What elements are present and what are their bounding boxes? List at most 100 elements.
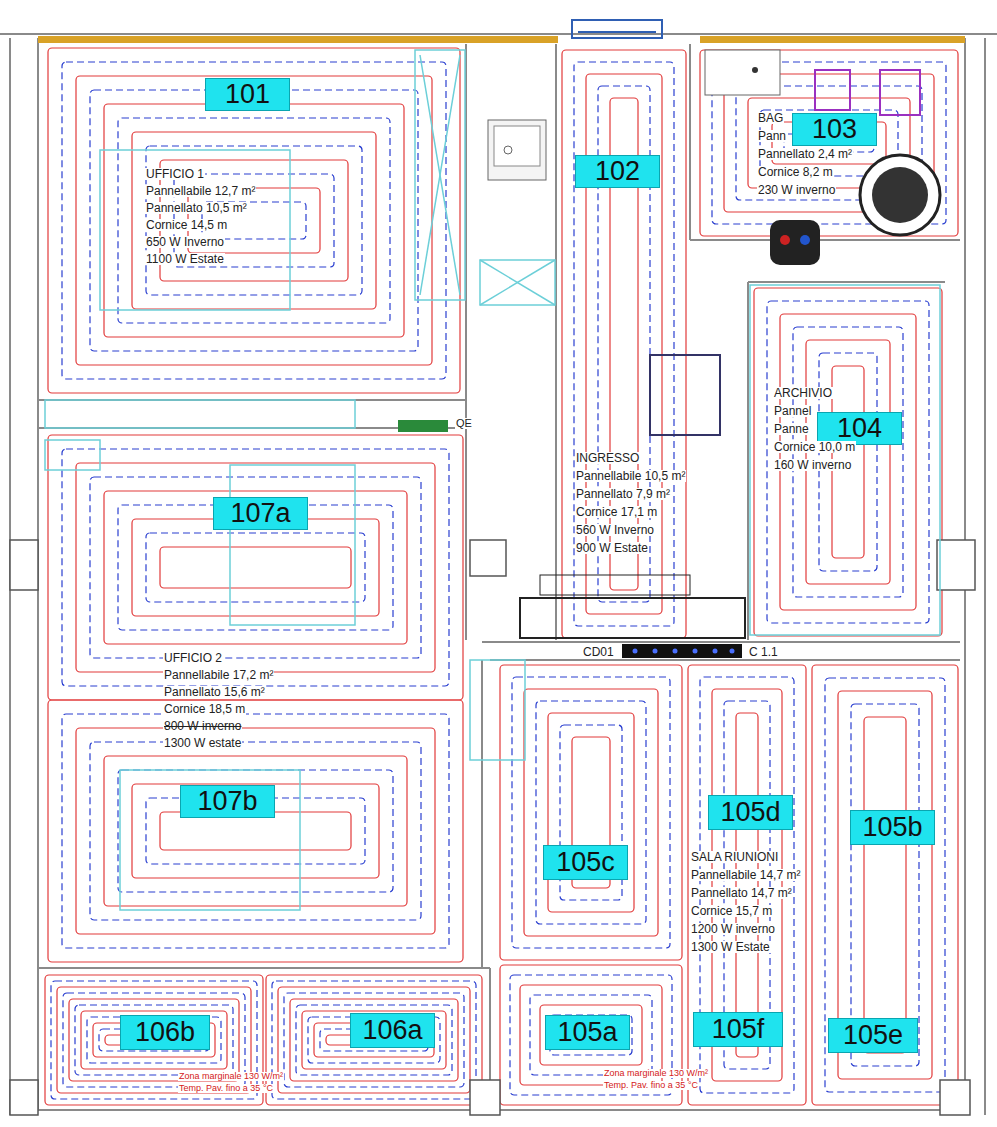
supply-pipe [864, 717, 906, 1053]
room-data-text: Pannellabile 14,7 m² [690, 869, 801, 881]
circuit-number: 105f [712, 1016, 765, 1043]
return-pipe [308, 1017, 440, 1063]
room-data-text: Cornice 15,7 m [690, 905, 773, 917]
circuit-tag: 103 [792, 113, 877, 146]
supply-pipe [290, 999, 458, 1081]
room-data-text: QE [455, 418, 473, 429]
supply-pipe [48, 435, 463, 700]
room-data-text: Cornice 14,5 m [145, 219, 228, 231]
room-data-text: Pann [757, 130, 787, 142]
room-data-text: Cornice 17,1 m [575, 506, 658, 518]
circuit-tag: 106b [120, 1015, 210, 1050]
circuit-number: 103 [812, 116, 857, 143]
kitchen-sink [488, 120, 546, 180]
return-pipe [90, 742, 421, 920]
room-data-text: UFFICIO 1 [145, 168, 205, 180]
room-data-text: Pannellato 10,5 m² [145, 202, 248, 214]
supply-pipe [104, 756, 407, 906]
supply-pipe [76, 76, 432, 365]
room-data-text: Cornice 18,5 m [163, 703, 246, 715]
room-data-text: 230 W inverno [757, 184, 836, 196]
room-data-text: Pannellabile 12,7 m² [145, 185, 256, 197]
return-pipe [118, 118, 390, 323]
return-pipe [90, 477, 421, 658]
circuit-number: 107b [197, 788, 257, 815]
circuit-tag: 106a [350, 1013, 435, 1048]
room-data-text: Cornice 8,2 m [757, 166, 834, 178]
supply-pipe [500, 665, 682, 960]
supply-pipe [266, 975, 482, 1105]
room-data-text: BAG [757, 112, 784, 124]
return-pipe [272, 981, 476, 1099]
return-pipe [767, 301, 929, 623]
supply-pipe [76, 463, 435, 672]
circuit-tag: 105b [850, 810, 935, 845]
return-pipe [512, 677, 670, 948]
supply-pipe [562, 50, 686, 638]
room-data-text: 650 W Inverno [145, 236, 225, 248]
supply-pipe [132, 132, 376, 309]
circuit-tag: 107b [180, 785, 275, 818]
room-data-text: INGRESSO [575, 452, 640, 464]
room-data-text: 800 W inverno [163, 720, 242, 732]
return-pipe [536, 701, 646, 924]
supply-pipe [69, 999, 239, 1081]
supply-pipe [132, 519, 379, 616]
room-data-text: Panne [773, 423, 810, 435]
circuit-tag: 105a [545, 1015, 630, 1050]
circuit-number: 105a [557, 1019, 617, 1046]
return-pipe [62, 449, 449, 686]
heating-coils [45, 48, 958, 1105]
supply-pipe [688, 665, 806, 1105]
columns [10, 540, 975, 1115]
circuit-tag: 105e [828, 1018, 918, 1053]
room-data-text: 160 W inverno [773, 459, 852, 471]
supply-pipe [302, 1011, 446, 1069]
circuit-tag: 102 [575, 155, 660, 188]
room-data-text: CD01 [582, 646, 615, 658]
circuit-number: 102 [595, 158, 640, 185]
circuit-number: 104 [837, 415, 882, 442]
return-pipe [574, 62, 674, 626]
manifold [398, 355, 745, 658]
circuit-number: 106a [362, 1017, 422, 1044]
return-pipe [118, 770, 393, 892]
circuit-number: 105d [720, 799, 780, 826]
return-pipe [296, 1005, 452, 1075]
supply-pipe [540, 1005, 642, 1065]
supply-pipe [700, 50, 958, 236]
supply-pipe [278, 987, 470, 1093]
room-data-text: Pannellato 2,4 m² [757, 148, 853, 160]
circuit-number: 105e [843, 1022, 903, 1049]
room-data-text: Pannellabile 17,2 m² [163, 669, 274, 681]
circuit-tag: 107a [213, 497, 308, 530]
circuit-number: 106b [135, 1019, 195, 1046]
circuit-tag: 105f [693, 1012, 783, 1047]
supply-pipe [754, 288, 942, 636]
return-pipe [146, 533, 365, 602]
room-data-text: ARCHIVIO [773, 387, 833, 399]
circuit-tag: 101 [205, 78, 290, 111]
circuit-tag: 105c [543, 845, 628, 880]
room-data-text: 900 W Estate [575, 542, 649, 554]
room-data-text: 1300 W estate [163, 737, 242, 749]
return-pipe [825, 678, 945, 1092]
room-data-text: Pannellato 7,9 m² [575, 488, 671, 500]
supply-pipe [104, 491, 407, 644]
return-pipe [62, 714, 449, 948]
supply-pipe [48, 48, 460, 393]
room-data-text: Pannel [773, 405, 812, 417]
circuit-tag: 105d [708, 795, 793, 830]
circuit-number: 101 [225, 81, 270, 108]
supply-pipe [104, 104, 404, 337]
return-pipe [146, 146, 362, 295]
room-data-text: SALA RIUNIONI [690, 851, 779, 863]
room-data-text: Pannellabile 10,5 m² [575, 470, 686, 482]
room-data-text: 1300 W Estate [690, 941, 771, 953]
return-pipe [90, 90, 418, 351]
walls [0, 34, 997, 1115]
circuit-number: 105b [862, 814, 922, 841]
circuit-number: 105c [556, 849, 615, 876]
supply-pipe [736, 713, 758, 1057]
